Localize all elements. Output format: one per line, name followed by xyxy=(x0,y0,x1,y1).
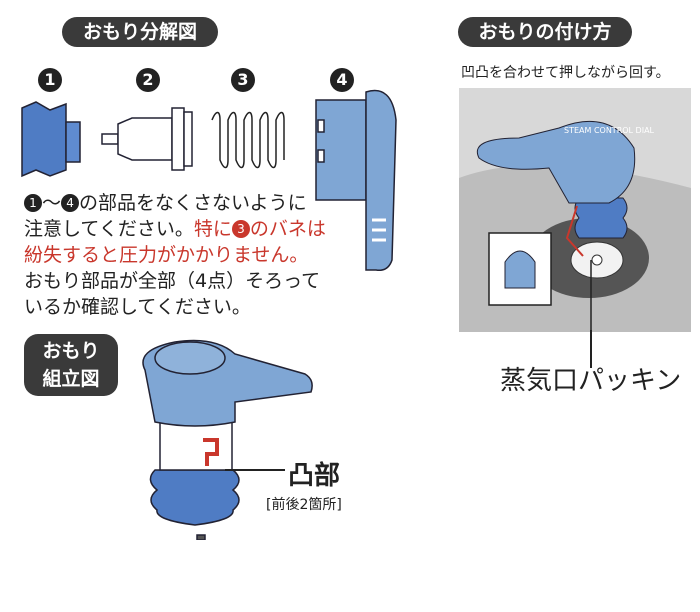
assembled-title-line-2: 組立図 xyxy=(42,368,100,390)
note-line-2: 注意してください。 xyxy=(24,218,194,240)
note-red-b: のバネは xyxy=(249,218,326,240)
note-line-5: いるか確認してください。 xyxy=(24,296,251,318)
part-number-3: 3 xyxy=(231,68,255,92)
exploded-parts-illustration xyxy=(21,89,397,272)
label-leader-line xyxy=(590,330,592,368)
note-line-3: 紛失すると圧力がかかりません。 xyxy=(24,244,309,266)
note-line-4: おもり部品が全部（4点）そろって xyxy=(24,270,321,292)
dial-text: STEAM CONTROL DIAL xyxy=(564,126,655,135)
part-1-base xyxy=(21,101,81,178)
protrusion-sublabel: [前後2箇所] xyxy=(266,497,342,513)
note-line-1: の部品をなくさないように xyxy=(79,192,307,214)
part-number-4: 4 xyxy=(330,68,354,92)
attach-instruction: 凹凸を合わせて押しながら回す。 xyxy=(461,65,670,81)
note-red-a: 特に xyxy=(193,218,232,240)
circled-1: 1 xyxy=(24,194,42,212)
part-2-stem xyxy=(101,107,193,171)
protrusion-label: 凸部 xyxy=(288,461,341,491)
exploded-view-title: おもり分解図 xyxy=(62,17,218,47)
tilde: 〜 xyxy=(42,192,62,214)
protrusion-mark xyxy=(203,438,219,466)
part-number-2: 2 xyxy=(136,68,160,92)
attach-title: おもりの付け方 xyxy=(458,17,632,47)
part-4-dial xyxy=(315,89,397,272)
assembled-title-line-1: おもり xyxy=(42,340,100,362)
circled-4: 4 xyxy=(61,194,80,212)
part-number-1: 1 xyxy=(38,68,62,92)
assembled-view-title: おもり 組立図 xyxy=(24,334,118,396)
part-3-spring xyxy=(211,111,285,169)
steam-port-packing-label: 蒸気口パッキン xyxy=(500,366,682,396)
circled-3: 3 xyxy=(231,220,250,238)
attach-photo-illustration: STEAM CONTROL DIAL xyxy=(459,88,691,332)
assembled-weight-illustration xyxy=(142,339,313,540)
